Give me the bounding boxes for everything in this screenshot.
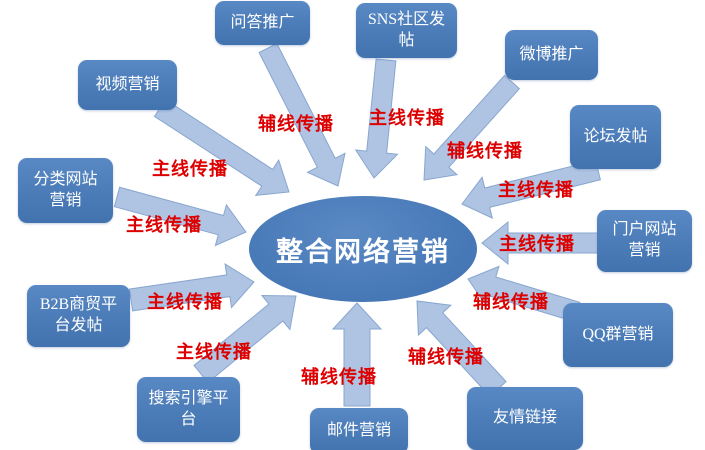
node-portal-site-marketing: 门户网站 营销: [597, 210, 692, 272]
node-weibo-promotion: 微博推广: [505, 30, 598, 80]
edge-label-search: 主线传播: [176, 342, 252, 362]
arrow-weibo: [423, 74, 521, 181]
edge-label-forum: 主线传播: [498, 180, 574, 200]
node-label: 视频营销: [95, 75, 160, 93]
edge-label-sns: 主线传播: [369, 108, 445, 128]
arrow-sns: [354, 58, 399, 179]
node-b2b-trade-platform-posting: B2B商贸平 台发帖: [27, 285, 130, 347]
node-search-engine-platform: 搜索引擎平 台: [137, 377, 240, 442]
arrow-category: [113, 186, 247, 247]
arrow-b2b: [128, 263, 255, 312]
arrow-links: [416, 300, 507, 398]
node-label: B2B商贸平: [39, 296, 118, 314]
node-label: 友情链接: [492, 409, 557, 427]
edge-label-video: 主线传播: [152, 159, 228, 179]
node-label: 营销: [49, 191, 82, 209]
node-friendly-links: 友情链接: [467, 387, 583, 450]
node-sns-community-posting: SNS社区发 帖: [356, 3, 457, 58]
center-node-label: 整合网络营销: [276, 236, 450, 267]
node-label: SNS社区发: [367, 10, 446, 28]
edge-label-portal: 主线传播: [499, 234, 575, 254]
node-label: 搜索引擎平: [148, 389, 229, 407]
node-email-marketing: 邮件营销: [310, 408, 408, 450]
node-label: 论坛发帖: [583, 127, 648, 145]
node-qq-group-marketing: QQ群营销: [563, 303, 673, 367]
arrow-search: [193, 294, 297, 384]
node-label: 帖: [398, 31, 415, 49]
center-node-integrated-marketing: 整合网络营销: [249, 196, 477, 302]
arrow-qq: [467, 265, 581, 323]
edge-label-qa: 辅线传播: [258, 114, 334, 134]
node-label: 问答推广: [230, 13, 295, 31]
node-label: 门户网站: [612, 221, 677, 239]
edge-label-email: 辅线传播: [301, 367, 377, 387]
arrow-portal: [481, 220, 600, 266]
node-qa-promotion: 问答推广: [215, 1, 310, 45]
node-label: 分类网站: [33, 170, 98, 188]
edge-label-b2b: 主线传播: [147, 292, 223, 312]
node-label: 微博推广: [519, 45, 584, 63]
node-label: QQ群营销: [582, 325, 654, 343]
arrow-video: [153, 98, 290, 197]
node-classified-site-marketing: 分类网站 营销: [18, 158, 113, 223]
edge-label-category: 主线传播: [126, 215, 202, 235]
node-video-marketing: 视频营销: [78, 60, 177, 110]
edge-label-weibo: 辅线传播: [447, 141, 523, 161]
edge-label-qq: 辅线传播: [473, 292, 549, 312]
node-label: 台: [180, 410, 197, 428]
node-label: 营销: [628, 242, 661, 259]
arrow-email: [331, 302, 383, 407]
node-label: 邮件营销: [326, 421, 391, 439]
arrow-qa: [258, 42, 346, 187]
node-forum-posting: 论坛发帖: [570, 105, 661, 169]
node-label: 台发帖: [54, 317, 103, 334]
arrow-forum: [461, 159, 602, 219]
edge-label-links: 辅线传播: [408, 347, 484, 367]
